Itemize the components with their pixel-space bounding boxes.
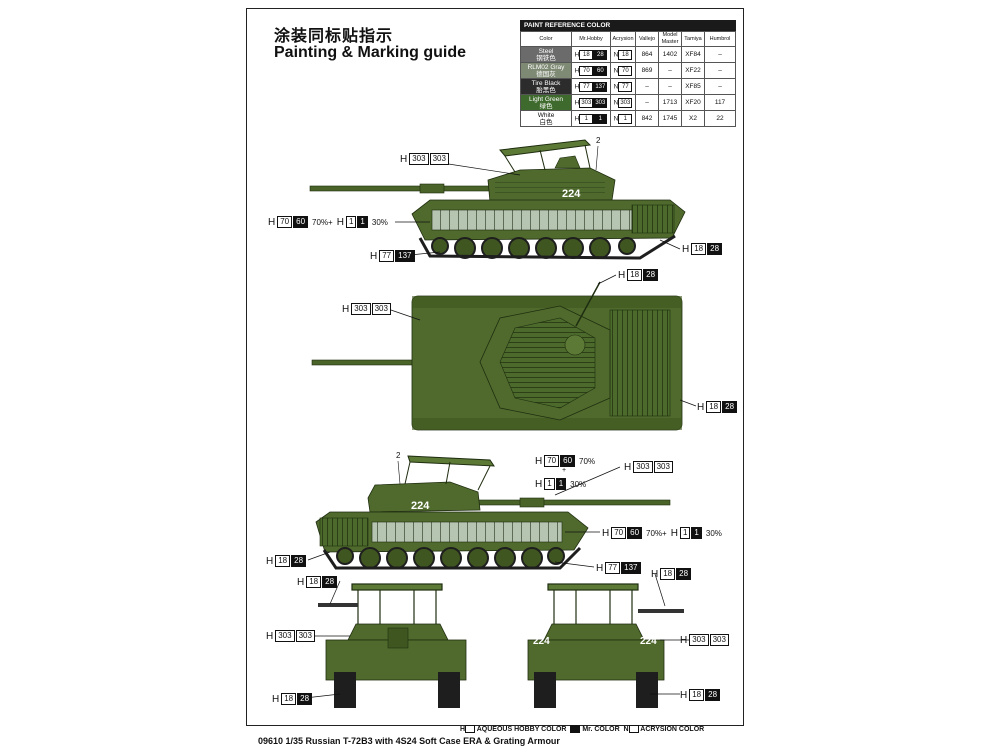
color-legend: H AQUEOUS HOBBY COLOR Mr. COLOR N ACRYSI…	[460, 725, 704, 733]
rear-number-right: 224	[640, 636, 657, 647]
side-era-skirt	[371, 521, 563, 543]
part-ref-number: 2	[596, 136, 601, 145]
plan-cupola	[564, 334, 586, 356]
rear-track-left	[534, 672, 556, 708]
legend-acry-text: ACRYSION COLOR	[640, 725, 705, 733]
plan-view	[311, 281, 683, 431]
side-view-left: 224 2	[309, 136, 686, 260]
legend-swatch	[465, 725, 476, 733]
gun-barrel	[469, 499, 671, 506]
col-header: Model Master	[658, 31, 682, 47]
fume-extractor	[419, 183, 445, 194]
plan-turret-era	[499, 317, 596, 409]
front-view	[318, 583, 467, 708]
rear-view: 224 224	[527, 583, 684, 708]
legend-swatch	[628, 725, 639, 733]
part-ref-number: 2	[396, 451, 401, 460]
legend-hobby-letter: H	[460, 725, 466, 733]
tamiya-cell: X2	[681, 110, 705, 127]
legend-swatch	[570, 725, 581, 733]
cage-frame	[499, 139, 592, 173]
leader-lines	[304, 162, 697, 699]
humbrol-cell: 22	[704, 110, 736, 127]
cage-frame	[404, 455, 495, 491]
turret-number: 224	[562, 188, 581, 200]
road-wheels	[336, 547, 565, 569]
front-mantlet	[387, 627, 409, 649]
rear-grating	[631, 204, 675, 234]
side-view-right: 224 2	[315, 451, 671, 570]
turret-number: 224	[411, 500, 430, 512]
rear-track-right	[636, 672, 658, 708]
front-track-right	[438, 672, 460, 708]
legend-acry-letter: N	[623, 725, 629, 733]
rear-turret	[543, 623, 645, 641]
legend-mr-text: Mr. COLOR	[582, 725, 620, 733]
commander-cupola	[554, 155, 581, 169]
paint-reference-title: PAINT REFERENCE COLOR	[520, 20, 736, 31]
plus-sign: +	[562, 467, 567, 474]
machine-gun	[638, 609, 684, 613]
track	[418, 234, 676, 260]
vallejo-cell: 842	[635, 110, 659, 127]
model-master-cell: 1745	[658, 110, 682, 127]
legend-hobby-text: AQUEOUS HOBBY COLOR	[476, 725, 567, 733]
gun-barrel	[309, 185, 501, 192]
machine-gun	[318, 603, 358, 607]
turret-era	[495, 180, 605, 194]
rear-grating	[319, 517, 369, 547]
rear-number-left: 224	[533, 636, 550, 647]
plan-fenders	[412, 296, 682, 308]
cage-frame	[351, 583, 443, 626]
paint-reference-table: PAINT REFERENCE COLOR Color Mr.Hobby Acr…	[520, 20, 736, 127]
cage-frame	[547, 583, 639, 626]
plan-fenders	[412, 418, 682, 430]
front-track-left	[334, 672, 356, 708]
title-english: Painting & Marking guide	[274, 44, 467, 61]
title-chinese: 涂装同标贴指示	[274, 26, 394, 45]
plan-engine-grating	[609, 309, 671, 417]
track	[322, 546, 582, 570]
side-era-skirt	[431, 209, 633, 231]
fume-extractor	[519, 497, 545, 508]
product-title: 09610 1/35 Russian T-72B3 with 4S24 Soft…	[258, 736, 560, 746]
